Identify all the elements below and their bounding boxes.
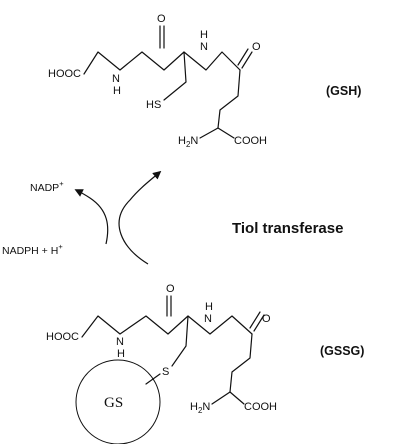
gssg-amide-n2: N	[204, 313, 212, 325]
reaction-arrows: NADP+ NADPH + H+ Tiol transferase	[2, 170, 343, 265]
gssg-backbone-bond	[81, 315, 253, 338]
gsh-amine-label: H2N	[178, 135, 198, 149]
enzyme-label: Tiol transferase	[232, 220, 343, 237]
gssg-carbonyl-bond-2a	[253, 314, 265, 332]
gssg-structure: HOOC N H O H N O S H2N COOH GS (GSSG)	[46, 283, 364, 444]
gssg-amide-n1: N	[116, 336, 124, 348]
gs-circle	[75, 359, 161, 444]
gsh-carbonyl-o2: O	[252, 41, 261, 53]
gs-group-label: GS	[104, 395, 123, 411]
gssg-carbonyl-bond-2b	[249, 311, 261, 329]
gsh-name-label: (GSH)	[326, 84, 361, 98]
gssg-amine-label: H2N	[190, 401, 210, 415]
gssg-carbonyl-o1: O	[166, 283, 175, 295]
gssg-sulfur-label: S	[162, 366, 169, 378]
gssg-cooh-label: COOH	[244, 401, 277, 413]
gssg-carbonyl-o2: O	[262, 313, 271, 325]
gssg-name-label: (GSSG)	[320, 344, 364, 358]
gsh-cooh-label: COOH	[234, 135, 267, 147]
gsh-carbonyl-bond-2a	[241, 51, 253, 69]
gssg-sulfur-chain	[171, 315, 189, 367]
gsh-thiol-label: HS	[146, 99, 161, 111]
reduction-arrow	[118, 170, 162, 265]
nadph-oxidation-arrow	[74, 189, 109, 245]
gssg-hooc-label: HOOC	[46, 331, 79, 343]
gssg-amide-h2: H	[205, 301, 213, 313]
gsh-backbone-bond	[83, 51, 241, 75]
gsh-amide-n1: N	[112, 73, 120, 85]
gsh-amide-h1: H	[113, 85, 121, 97]
gsh-hooc-label: HOOC	[48, 68, 81, 80]
gsh-carbonyl-bond-2b	[237, 48, 249, 66]
gsh-amide-h2: H	[200, 29, 208, 41]
gsh-amine-bond	[199, 127, 219, 139]
gssg-amine-bond	[211, 391, 231, 405]
gsh-cooh-bond	[217, 127, 235, 139]
gsh-thiol-chain	[163, 51, 187, 101]
gssg-glu-chain	[229, 333, 253, 393]
gssg-amide-h1: H	[117, 348, 125, 360]
gsh-structure: HOOC N H O H N O HS H2N COOH (GSH)	[48, 13, 361, 149]
nadp-label: NADP+	[30, 179, 64, 194]
gsh-carbonyl-o1: O	[157, 13, 166, 25]
gsh-amide-n2: N	[200, 41, 208, 53]
gsh-glu-chain	[217, 69, 241, 129]
nadph-label: NADPH + H+	[2, 242, 63, 257]
gssg-cooh-bond	[229, 391, 245, 405]
